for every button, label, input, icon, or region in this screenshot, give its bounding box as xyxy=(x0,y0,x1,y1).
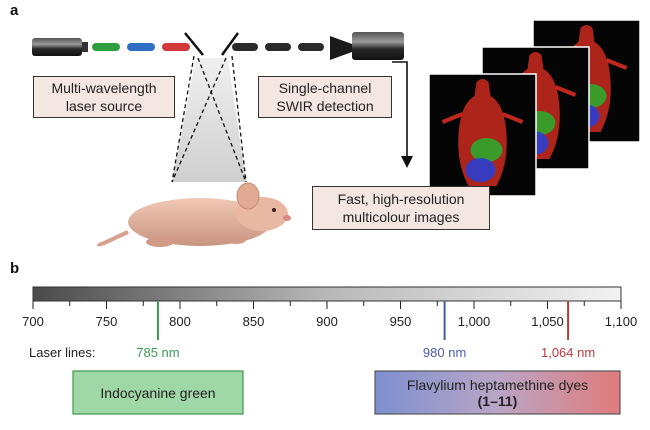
output-label-line1: Fast, high-resolution xyxy=(337,191,465,207)
laser-source-label-line1: Multi-wavelength xyxy=(51,80,157,96)
laser-source-icon xyxy=(32,38,88,56)
tick-label: 1,100 xyxy=(604,314,638,329)
icg-label: Indocyanine green xyxy=(100,384,216,401)
flavylium-label-line2: (1–11) xyxy=(477,392,518,409)
blue-signal xyxy=(465,158,496,182)
tick-label: 1,000 xyxy=(457,314,491,329)
detection-label-line1: Single-channel xyxy=(278,80,372,96)
tick-label: 700 xyxy=(22,314,44,329)
cone-dashes xyxy=(171,55,247,183)
laser-source-label: Multi-wavelength laser source xyxy=(33,76,175,118)
panel-letter-a: a xyxy=(10,2,19,19)
tick-label: 950 xyxy=(389,314,412,329)
detector-camera-icon xyxy=(330,32,404,60)
detection-label: Single-channel SWIR detection xyxy=(258,76,392,118)
green-signal xyxy=(470,138,503,162)
flavylium-box-bg xyxy=(374,370,621,415)
output-label: Fast, high-resolution multicolour images xyxy=(312,186,490,230)
laser-source-label-line2: laser source xyxy=(65,98,143,114)
panel-letter-b: b xyxy=(10,260,20,277)
output-label-line2: multicolour images xyxy=(342,209,460,225)
flavylium-label: Flavylium heptamethine dyes (1–11) xyxy=(375,371,620,414)
flow-arrow xyxy=(392,61,408,158)
detection-label-line2: SWIR detection xyxy=(276,98,374,114)
tick-label: 1,050 xyxy=(531,314,564,329)
laser-line-label: 980 nm xyxy=(422,345,467,360)
tick-label: 750 xyxy=(95,314,118,329)
mirror-right xyxy=(220,32,240,56)
arrow-head xyxy=(401,156,413,168)
flavylium-label-line1: Flavylium heptamethine dyes xyxy=(406,376,589,393)
mouse-image-frame xyxy=(428,73,537,197)
laser-lines-caption: Laser lines: xyxy=(29,345,96,360)
tick-label: 900 xyxy=(316,314,338,329)
laser-line-label: 1,064 nm xyxy=(540,345,596,360)
tick-label: 850 xyxy=(242,314,265,329)
tick-label: 800 xyxy=(169,314,191,329)
fiber-segments xyxy=(92,43,190,51)
laser-line-label: 785 nm xyxy=(136,345,180,360)
laser-line-markers xyxy=(156,301,570,340)
multicolour-image-stack xyxy=(428,19,641,197)
light-cone xyxy=(172,58,246,182)
spectrum-ticks xyxy=(32,301,622,309)
mirror-left xyxy=(184,32,204,56)
detection-fibers xyxy=(232,43,324,51)
spectrum-bar xyxy=(32,286,622,302)
mouse-illustration xyxy=(96,182,291,247)
icg-box-bg xyxy=(72,370,244,415)
